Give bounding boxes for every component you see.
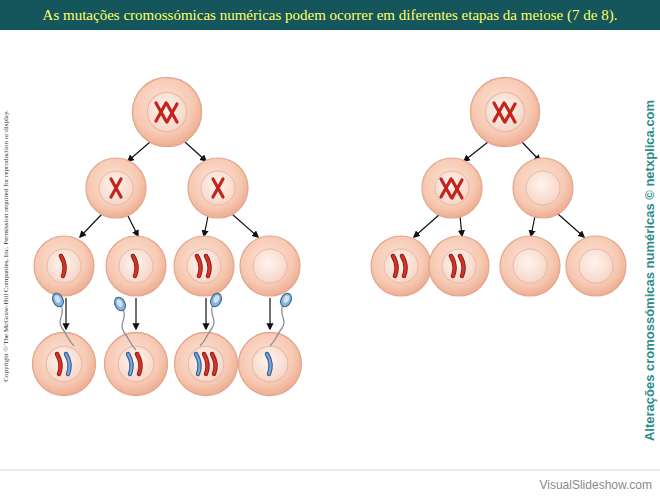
drawing-part	[175, 333, 238, 396]
drawing-part	[167, 104, 177, 122]
drawing-part	[137, 354, 141, 374]
drawing-part	[106, 236, 166, 296]
drawing-part	[113, 296, 136, 350]
drawing-part	[464, 142, 488, 161]
drawing-part	[451, 256, 455, 276]
drawing-part	[196, 354, 200, 374]
drawing-part	[206, 256, 210, 276]
drawing-part	[371, 236, 431, 296]
drawing-part	[494, 103, 504, 121]
drawing-part	[156, 103, 166, 121]
drawing-part	[61, 256, 65, 276]
drawing-part	[51, 292, 74, 346]
drawing-part	[128, 216, 138, 236]
drawing-part	[133, 256, 137, 276]
drawing-part	[133, 78, 202, 147]
drawing-part	[513, 158, 573, 218]
drawing-part	[34, 236, 94, 296]
drawing-part	[65, 298, 66, 329]
drawing-part	[174, 236, 234, 296]
drawing-part	[212, 354, 216, 374]
drawing-part	[393, 256, 397, 276]
drawing-part	[135, 298, 136, 329]
drawing-part	[471, 78, 540, 147]
drawing-part	[80, 214, 102, 237]
watermark: Alterações cromossómicas numéricas © net…	[642, 99, 657, 440]
title-bar: As mutações cromossómicas numéricas pode…	[0, 0, 660, 30]
drawing-part	[128, 354, 132, 374]
drawing-part	[66, 354, 70, 374]
footer-rule	[0, 470, 660, 471]
drawing-part	[441, 179, 451, 197]
drawing-part	[111, 179, 121, 197]
drawing-part	[505, 104, 515, 122]
drawing-part	[270, 292, 293, 346]
drawing-part	[86, 158, 146, 218]
drawing-part	[239, 333, 302, 396]
copyright-note: Copyright © The McGraw-Hill Companies, I…	[2, 110, 10, 381]
drawing-part	[460, 216, 462, 236]
drawing-part	[267, 354, 271, 374]
drawing-part	[105, 333, 168, 396]
drawing-part	[197, 256, 201, 276]
drawing-part	[200, 292, 223, 346]
drawing-part	[414, 214, 440, 237]
drawing-part	[269, 298, 270, 329]
drawing-part	[33, 333, 96, 396]
drawing-part	[185, 142, 206, 161]
drawing-part	[205, 298, 206, 329]
drawing-part	[531, 216, 535, 236]
arrows	[66, 142, 584, 329]
slide-title: As mutações cromossómicas numéricas pode…	[43, 7, 618, 24]
drawing-part	[429, 236, 489, 296]
drawing-part	[188, 158, 248, 218]
meiosis-nondisjunction-I	[371, 78, 626, 297]
drawing-part	[500, 236, 560, 296]
drawing-part	[566, 236, 626, 296]
drawing-part	[558, 214, 584, 237]
drawing-part	[204, 354, 208, 374]
meiosis-nondisjunction-II	[33, 78, 302, 396]
drawing-part	[204, 216, 208, 236]
drawing-part	[240, 236, 300, 296]
drawing-part	[213, 179, 223, 197]
drawing-part	[422, 158, 482, 218]
drawing-part	[128, 142, 150, 161]
drawing-part	[232, 214, 258, 237]
watermark: VisualSlideshow.com	[539, 478, 652, 492]
drawing-part	[460, 256, 464, 276]
drawing-part	[402, 256, 406, 276]
drawing-part	[452, 180, 462, 198]
drawing-part	[57, 354, 61, 374]
